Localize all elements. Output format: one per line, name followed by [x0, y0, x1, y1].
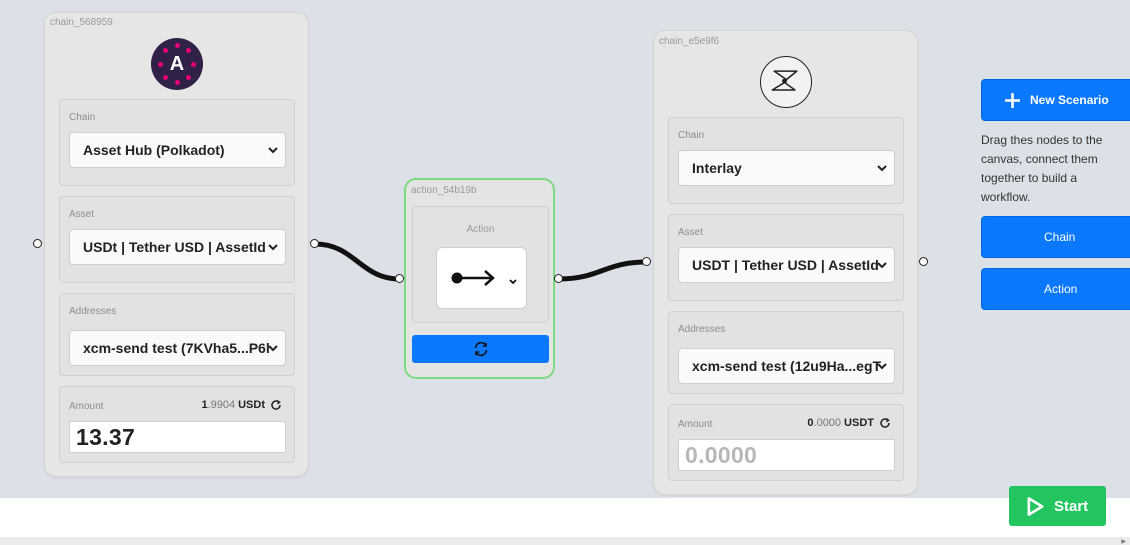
source-amount-input[interactable]: 13.37: [69, 421, 286, 453]
chevron-down-icon: [268, 147, 278, 154]
action-label: Action: [466, 224, 495, 235]
source-node-output-handle[interactable]: [310, 239, 319, 248]
chevron-down-icon: [268, 345, 278, 352]
wire-action-to-dest: [556, 259, 649, 282]
addresses-label: Addresses: [69, 306, 117, 317]
source-chain-section: Chain Asset Hub (Polkadot): [59, 99, 295, 186]
source-asset-select[interactable]: USDt | Tether USD | AssetId: [69, 229, 286, 265]
palette-help-text: Drag thes nodes to the canvas, connect t…: [981, 133, 1103, 204]
start-button[interactable]: Start: [1009, 486, 1106, 526]
addresses-label: Addresses: [678, 324, 726, 335]
asset-label: Asset: [678, 227, 704, 238]
source-chain-select[interactable]: Asset Hub (Polkadot): [69, 132, 286, 168]
amount-label: Amount: [678, 419, 713, 430]
scroll-right-icon[interactable]: ▶: [1121, 539, 1126, 545]
workflow-canvas[interactable]: chain_568959 A Chain Asset Hub (Polkadot…: [0, 0, 1130, 498]
dest-chain-node-id: chain_e5e9f6: [659, 36, 720, 47]
asset-hub-logo: A: [151, 38, 203, 90]
execute-action-button[interactable]: [412, 335, 549, 363]
dest-node-input-handle[interactable]: [642, 257, 651, 266]
source-asset-section: Asset USDt | Tether USD | AssetId: [59, 196, 295, 283]
action-node-id: action_54b19b: [411, 185, 477, 196]
interlay-logo: [760, 56, 812, 108]
source-node-input-handle[interactable]: [33, 239, 42, 248]
source-amount-section: Amount 1 .9904 USDt 13.37: [59, 386, 295, 463]
action-node-input-handle[interactable]: [395, 274, 404, 283]
dest-chain-select[interactable]: Interlay: [678, 150, 895, 186]
source-chain-node[interactable]: chain_568959 A Chain Asset Hub (Polkadot…: [44, 12, 309, 477]
chain-label: Chain: [678, 130, 705, 141]
dest-balance: 0 .0000 USDT: [807, 417, 891, 429]
connection-wires: [312, 241, 649, 282]
dest-addresses-section: Addresses xcm-send test (12u9Ha...egT: [668, 311, 904, 394]
play-icon: [1027, 496, 1044, 516]
action-section: Action: [412, 206, 549, 323]
wire-source-to-action: [312, 241, 403, 282]
refresh-icon[interactable]: [270, 399, 282, 411]
chevron-down-icon: [877, 363, 887, 370]
dest-amount-section: Amount 0 .0000 USDT 0.0000: [668, 404, 904, 481]
chevron-down-icon: [877, 165, 887, 172]
new-scenario-button[interactable]: New Scenario: [981, 79, 1130, 121]
chevron-down-icon: [268, 244, 278, 251]
horizontal-scrollbar[interactable]: [0, 537, 1130, 545]
source-address-select[interactable]: xcm-send test (7KVha5...P6l: [69, 330, 286, 366]
dest-chain-node[interactable]: chain_e5e9f6 Chain Interlay Asset USDT |…: [653, 30, 918, 495]
asset-label: Asset: [69, 209, 95, 220]
asset-hub-logo-letter: A: [169, 52, 185, 75]
dest-asset-select[interactable]: USDT | Tether USD | AssetId: [678, 247, 895, 283]
action-type-select[interactable]: [436, 247, 527, 309]
source-addresses-section: Addresses xcm-send test (7KVha5...P6l: [59, 293, 295, 376]
chain-label: Chain: [69, 112, 96, 123]
dest-address-select[interactable]: xcm-send test (12u9Ha...egT: [678, 348, 895, 384]
chevron-down-icon: [877, 262, 887, 269]
dest-node-output-handle[interactable]: [919, 257, 928, 266]
dest-asset-section: Asset USDT | Tether USD | AssetId: [668, 214, 904, 301]
source-chain-node-id: chain_568959: [50, 17, 113, 28]
amount-label: Amount: [69, 401, 104, 412]
source-balance: 1 .9904 USDt: [201, 399, 282, 411]
refresh-icon: [474, 341, 487, 357]
plus-icon: [1005, 92, 1020, 108]
action-node[interactable]: action_54b19b Action: [404, 178, 555, 379]
refresh-icon[interactable]: [879, 417, 891, 429]
chain-node-button[interactable]: Chain: [981, 216, 1130, 258]
transfer-arrow-icon: [451, 270, 517, 286]
action-node-button[interactable]: Action: [981, 268, 1130, 310]
action-node-output-handle[interactable]: [554, 274, 563, 283]
dest-amount-input[interactable]: 0.0000: [678, 439, 895, 471]
dest-chain-section: Chain Interlay: [668, 117, 904, 204]
